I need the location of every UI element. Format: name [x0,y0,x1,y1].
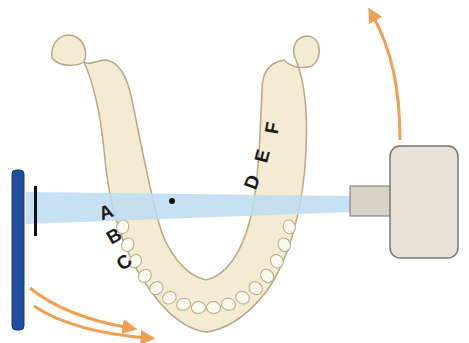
collimator-slit [34,186,37,236]
rotation-arrow [372,14,400,140]
tooth [175,297,192,312]
tooth [276,236,293,254]
tube-head [390,146,458,258]
x-ray-beam [26,192,352,224]
tooth [136,267,154,285]
tooth [160,289,178,306]
mandible [52,35,319,332]
tooth [206,301,221,314]
rotation-center [169,198,175,204]
tooth [282,219,297,236]
tube-nozzle [350,186,392,216]
tooth [191,301,206,314]
tooth [147,279,165,297]
tooth [234,289,252,306]
receptor [12,170,24,330]
rotation-arrow [30,288,130,328]
tooth [258,267,276,285]
tooth [246,279,264,297]
rotation-arrow [34,306,148,338]
tooth [268,252,286,270]
tooth [220,297,237,312]
teeth [115,219,297,315]
